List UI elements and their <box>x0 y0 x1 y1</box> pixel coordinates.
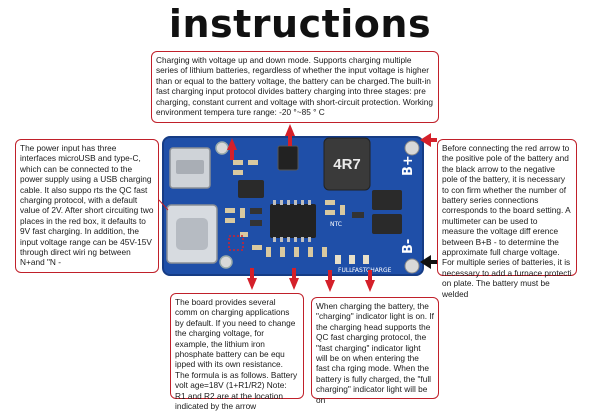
silk-b-plus: B+ <box>401 155 416 176</box>
silk-b-minus: B- <box>401 239 416 254</box>
arrow-bottom-1 <box>247 278 257 290</box>
arrow-bottom-2 <box>289 278 299 290</box>
silk-fast: FAST <box>352 267 367 274</box>
arrow-b-plus <box>420 133 431 147</box>
arrow-top-2 <box>285 124 295 136</box>
callout-power-input: The power input has three interfaces mic… <box>15 139 159 273</box>
led-full <box>335 255 341 264</box>
mounting-hole-top-left <box>215 141 229 155</box>
callout-charging-mode: Charging with voltage up and down mode. … <box>151 51 439 123</box>
callout-battery-connection: Before connecting the red arrow to the p… <box>437 139 577 299</box>
pad-b-plus <box>404 140 420 156</box>
led-fast <box>349 255 355 264</box>
callout-charging-mode-text: Charging with voltage up and down mode. … <box>156 55 434 118</box>
callout-indicator-lights-text: When charging the battery, the "charging… <box>316 301 434 405</box>
inductor-marking: 4R7 <box>333 156 361 173</box>
silk-full: FULL <box>338 267 353 274</box>
page-title: instructions <box>168 2 432 46</box>
mosfet-2 <box>372 214 402 234</box>
callout-indicator-lights: When charging the battery, the "charging… <box>311 297 439 405</box>
led-charge <box>363 255 369 264</box>
controller-ic <box>270 204 316 238</box>
mosfet-3 <box>238 180 264 198</box>
smd-components <box>225 160 345 257</box>
mosfet-1 <box>372 190 402 210</box>
callout-arrows <box>227 124 437 292</box>
short-circuit-box <box>228 235 244 251</box>
callout-charging-voltage: The board provides several comm on charg… <box>170 293 304 411</box>
arrow-bottom-3 <box>325 280 335 292</box>
setting-switch <box>277 145 299 171</box>
callout-battery-connection-text: Before connecting the red arrow to the p… <box>442 143 572 299</box>
pad-b-minus <box>404 258 420 274</box>
callout-charging-voltage-text: The board provides several comm on charg… <box>175 297 298 411</box>
arrow-bottom-4 <box>365 280 375 292</box>
mounting-hole-bottom-left <box>219 255 233 269</box>
inductor <box>323 137 371 191</box>
silk-charge: CHARGE <box>366 267 392 274</box>
black-arrow-b-minus <box>420 255 437 269</box>
arrow-top-1 <box>227 138 237 150</box>
callout-power-input-text: The power input has three interfaces mic… <box>20 143 154 268</box>
silk-ntc: NTC <box>330 221 342 228</box>
pcb-board-diagram: 4R7 B+ B- FULL FAST CHARGE NTC <box>158 124 437 292</box>
